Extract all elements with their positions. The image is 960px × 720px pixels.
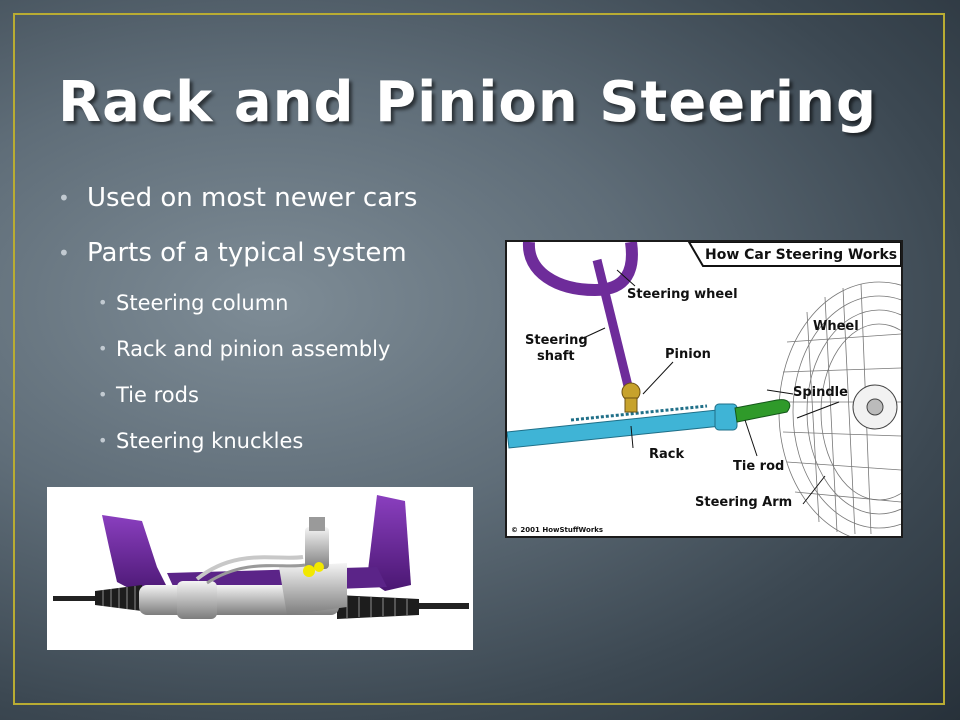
header-tab <box>687 242 901 267</box>
label-steering-arm: Steering Arm <box>695 495 792 510</box>
rack-tube <box>507 409 722 449</box>
label-steering-shaft: Steering <box>525 333 588 348</box>
slide-title: Rack and Pinion Steering <box>58 70 878 135</box>
tie-rod-left <box>53 596 97 601</box>
housing-mount <box>177 581 217 619</box>
spindle-cap <box>866 398 884 416</box>
valve-body <box>279 563 347 615</box>
pinion-body <box>624 397 638 413</box>
sub-bullet-item: Steering knuckles <box>58 426 417 472</box>
steering-diagram: How Car Steering Works Steering wheel St… <box>505 240 903 538</box>
rack-and-pinion-photo <box>47 487 473 650</box>
sub-bullet-item: Rack and pinion assembly <box>58 334 417 380</box>
pinion-shaft <box>305 527 329 569</box>
label-steering-shaft: shaft <box>537 349 575 364</box>
bracket-left <box>102 515 167 595</box>
label-tie-rod: Tie rod <box>733 459 784 474</box>
rack-teeth <box>570 404 708 422</box>
boot-left <box>95 585 142 611</box>
rack-end <box>714 403 738 431</box>
fitting-yellow <box>314 562 324 572</box>
hydraulic-line <box>206 563 306 585</box>
label-rack: Rack <box>649 447 684 462</box>
steering-shaft <box>592 258 634 392</box>
hydraulic-line <box>195 555 304 581</box>
label-wheel: Wheel <box>813 319 859 334</box>
diagram-credit: © 2001 HowStuffWorks <box>511 526 603 534</box>
fitting-yellow <box>303 565 315 577</box>
bullet-item: Parts of a typical system <box>58 233 417 288</box>
sub-bullet-item: Steering column <box>58 288 417 334</box>
sub-bullet-item: Tie rods <box>58 380 417 426</box>
boot-right <box>337 595 419 619</box>
tie-rod <box>734 399 791 423</box>
bullet-item: Used on most newer cars <box>58 178 417 233</box>
tie-rod-right <box>417 603 469 609</box>
slide-frame <box>13 13 945 705</box>
label-pinion: Pinion <box>665 347 711 362</box>
steering-diagram-svg: How Car Steering Works Steering wheel St… <box>507 242 901 536</box>
leader-lines <box>578 269 840 505</box>
pinion-input <box>309 517 325 531</box>
label-steering-wheel: Steering wheel <box>627 287 738 302</box>
bracket-right <box>367 495 411 591</box>
diagram-header: How Car Steering Works <box>705 247 897 263</box>
rack-assembly-illustration <box>53 495 469 619</box>
steering-wheel-rim <box>522 242 638 297</box>
bullet-list: Used on most newer cars Parts of a typic… <box>58 178 417 472</box>
label-spindle: Spindle <box>793 385 848 400</box>
